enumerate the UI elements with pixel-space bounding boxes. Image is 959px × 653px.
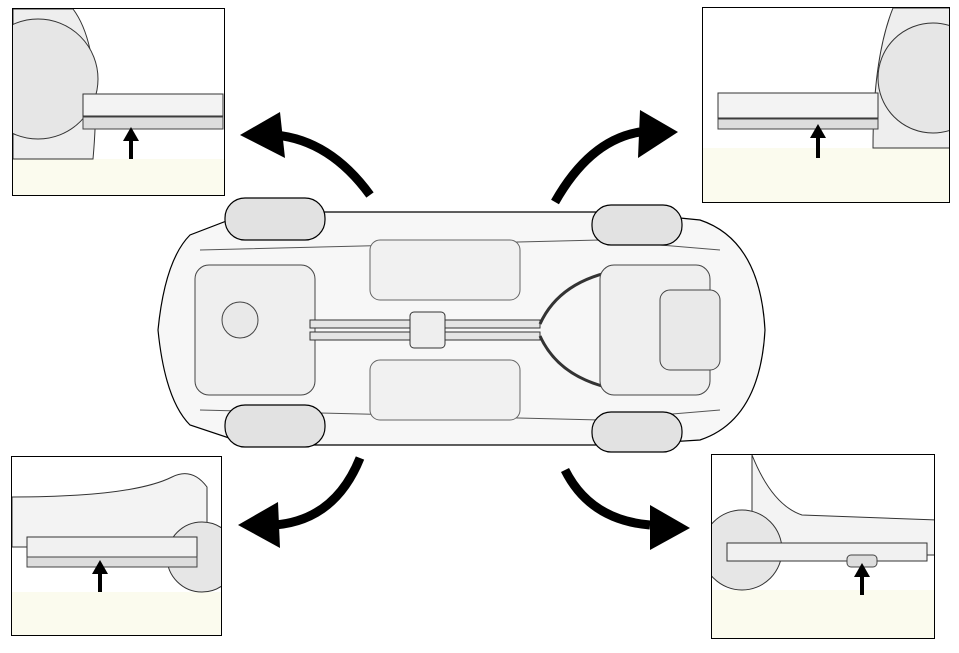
tire-rear-left: [591, 204, 683, 246]
callout-arrow-top-left: [240, 112, 374, 198]
rocker-panel: [82, 93, 224, 117]
inset-rear-right-lift-point: [711, 454, 935, 639]
inset-rear-left-lift-point: [702, 7, 950, 203]
floor-panel-left: [369, 239, 521, 301]
rocker-panel: [26, 536, 198, 558]
resonator: [409, 311, 446, 349]
callout-arrow-bottom-right: [560, 467, 690, 550]
lift-point-arrow-icon: [92, 560, 108, 592]
lift-point-arrow-icon: [123, 127, 139, 159]
tire-front-left: [224, 197, 326, 241]
rear-tank: [659, 289, 721, 371]
lift-point-arrow-icon: [810, 124, 826, 158]
inset-front-left-lift-point: [12, 8, 225, 196]
callout-arrow-bottom-left: [238, 456, 365, 548]
front-component: [221, 301, 259, 339]
callout-arrow-top-right: [551, 110, 678, 205]
wheel: [877, 22, 949, 134]
wheel: [13, 18, 99, 140]
rocker-panel: [717, 92, 879, 119]
tire-front-right: [224, 404, 326, 448]
floor-panel-right: [369, 359, 521, 421]
inset-front-right-lift-point: [11, 456, 222, 636]
rocker-panel: [726, 542, 928, 562]
tire-rear-right: [591, 411, 683, 453]
lift-point-arrow-icon: [854, 563, 870, 595]
